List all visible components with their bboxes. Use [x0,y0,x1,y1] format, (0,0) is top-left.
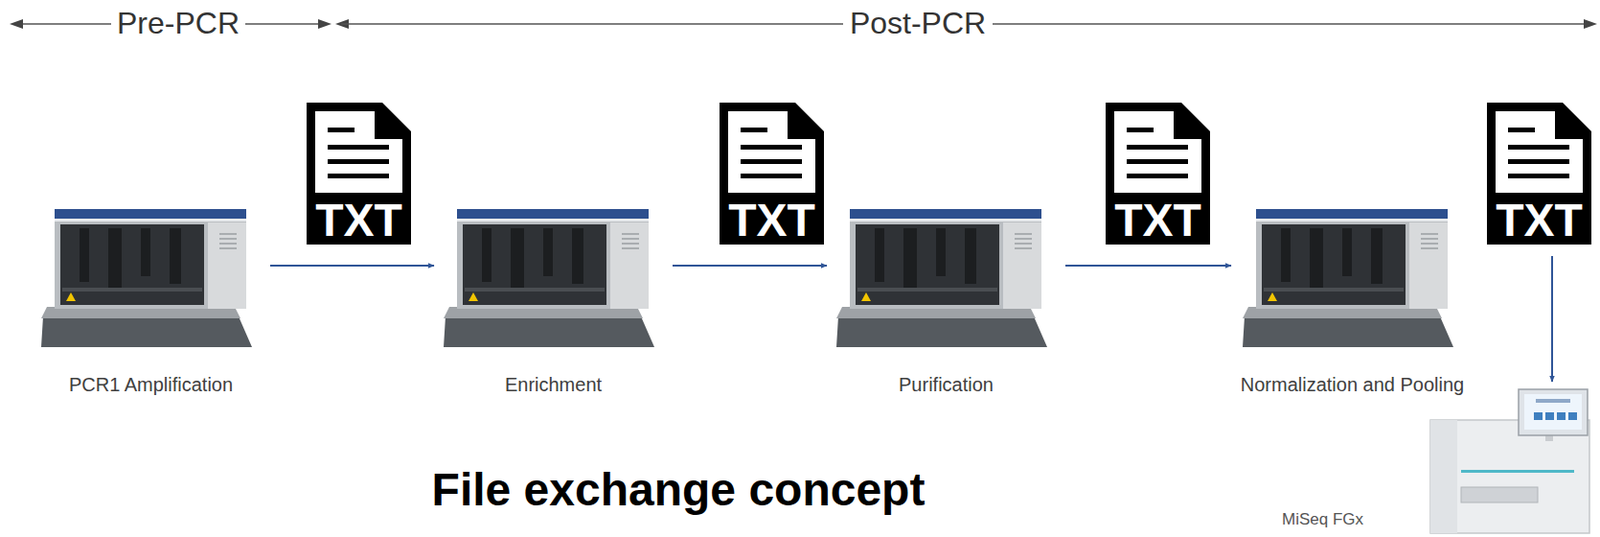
station-label: Normalization and Pooling [1236,372,1468,396]
file-type-text: TXT [713,196,830,245]
sequencer: MiSeq FGx [1422,387,1596,534]
flow-arrow [270,264,435,267]
txt-file: TXT [1481,96,1598,251]
instrument-station: Purification [832,199,1060,396]
sequencer-label: MiSeq FGx [1281,509,1364,529]
phase-arrowhead [318,19,332,29]
txt-file: TXT [1099,96,1216,251]
phase-line [13,22,115,25]
file-type-text: TXT [1481,196,1598,245]
instrument-station: Enrichment [439,199,667,396]
station-label: Enrichment [439,372,667,396]
instrument-station: Normalization and Pooling [1236,199,1468,396]
sequencer-illustration [1422,387,1596,534]
txt-file: TXT [713,96,830,251]
station-label: Purification [832,372,1060,396]
file-type-text: TXT [300,196,417,245]
phase-line [992,22,1591,25]
flow-arrow [1551,255,1554,382]
robot-illustration [836,199,1056,352]
txt-file: TXT [300,96,417,251]
phase-line [241,22,326,25]
instrument-station: PCR1 Amplification [37,199,265,396]
robot-illustration [443,199,663,352]
robot-illustration [41,199,261,352]
robot-illustration [1242,199,1463,352]
flow-arrow [672,264,827,267]
diagram-title: File exchange concept [432,463,926,516]
phase-label: Pre-PCR [111,5,246,41]
phase-line [341,22,844,25]
phase-arrowhead [1583,19,1598,29]
phase-arrowhead [9,19,23,29]
flow-arrow [1065,264,1232,267]
phase-label: Post-PCR [844,5,992,41]
file-type-text: TXT [1099,196,1216,245]
station-label: PCR1 Amplification [37,372,265,396]
